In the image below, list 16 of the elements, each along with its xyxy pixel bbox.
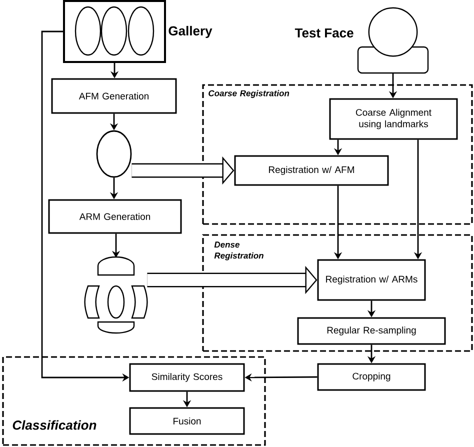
group-label: Classification	[12, 420, 96, 430]
group-label: Coarse Registration	[208, 90, 290, 98]
process-box: Registration w/ ARMs	[317, 259, 426, 301]
process-box: Fusion	[129, 407, 245, 435]
process-box: Similarity Scores	[129, 363, 245, 392]
process-box: Cropping	[317, 363, 426, 391]
group-label: Dense Registration	[214, 242, 264, 260]
oval-shape	[96, 130, 132, 178]
picture-caption: Test Face	[294, 28, 354, 38]
process-box: AFM Generation	[51, 78, 177, 114]
process-box: ARM Generation	[48, 199, 182, 234]
process-box: Coarse Alignment using landmarks	[329, 98, 458, 140]
process-box: Regular Re-sampling	[297, 317, 446, 345]
picture-caption: Gallery	[168, 26, 212, 38]
picture	[84, 256, 148, 334]
process-box: Registration w/ AFM	[234, 155, 389, 186]
